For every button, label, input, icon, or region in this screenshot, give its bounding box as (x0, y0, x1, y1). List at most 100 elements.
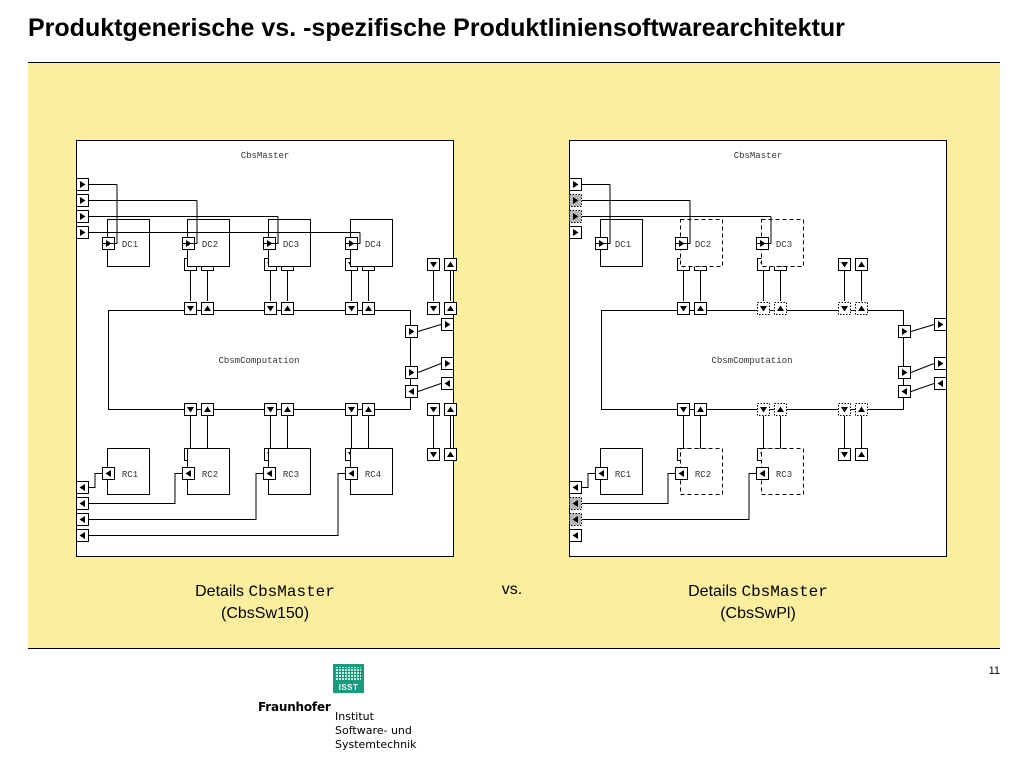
arrow-vertical-icon (430, 452, 437, 458)
arrow-horizontal-icon (79, 484, 85, 491)
connector-line (417, 324, 442, 332)
arrow-horizontal-icon (572, 484, 578, 491)
rc-label: RC4 (365, 470, 381, 480)
arrow-horizontal-icon (80, 197, 86, 204)
arrow-vertical-icon (204, 406, 211, 412)
arrow-vertical-icon (204, 305, 211, 311)
arrow-horizontal-icon (105, 470, 111, 477)
connector-line (910, 324, 935, 332)
arrow-horizontal-icon (902, 369, 908, 376)
arrow-horizontal-icon (79, 500, 85, 507)
connector-line (756, 216, 772, 244)
left-caption-prefix: Details (195, 583, 245, 600)
arrow-vertical-icon (697, 406, 704, 412)
dc-label: DC4 (365, 240, 381, 250)
rc-label: RC2 (202, 470, 218, 480)
arrow-vertical-icon (858, 305, 865, 311)
arrow-horizontal-icon (79, 516, 85, 523)
arrow-horizontal-icon (80, 213, 86, 220)
master-label: CbsMaster (734, 151, 783, 161)
connector-line (417, 383, 442, 392)
institute-name: Institut Software- und Systemtechnik (335, 710, 417, 752)
arrow-horizontal-icon (408, 388, 414, 395)
right-caption-prefix: Details (688, 583, 738, 600)
right-caption-variant: (CbsSwPl) (720, 605, 796, 622)
arrow-vertical-icon (365, 406, 372, 412)
connector-line (910, 363, 935, 373)
arrow-horizontal-icon (572, 516, 578, 523)
connector-line (345, 232, 361, 244)
arrow-vertical-icon (841, 407, 848, 413)
arrow-vertical-icon (680, 306, 687, 312)
arrow-horizontal-icon (902, 328, 908, 335)
arrow-vertical-icon (858, 406, 865, 412)
left-caption: Details CbsMaster (CbsSw150) (145, 581, 385, 624)
arrow-vertical-icon (841, 452, 848, 458)
logo-grid (336, 667, 361, 680)
title-divider (28, 62, 1000, 63)
arrow-horizontal-icon (759, 470, 765, 477)
arrow-horizontal-icon (444, 380, 450, 387)
right-caption: Details CbsMaster (CbsSwPl) (638, 581, 878, 624)
dc-label: DC3 (283, 240, 299, 250)
arrow-vertical-icon (430, 306, 437, 312)
footer-divider (28, 648, 1000, 649)
logo-badge-text: ISST (338, 683, 359, 692)
arrow-horizontal-icon (937, 380, 943, 387)
arrow-horizontal-icon (938, 360, 944, 367)
connector-line (582, 473, 595, 488)
arrow-horizontal-icon (409, 369, 415, 376)
arrow-vertical-icon (267, 306, 274, 312)
arrow-vertical-icon (760, 306, 767, 312)
arrow-vertical-icon (348, 407, 355, 413)
isst-logo-icon: ISST (333, 664, 364, 693)
connector-line (102, 184, 118, 244)
connector-line (595, 184, 611, 244)
dc-label: DC1 (122, 240, 138, 250)
arrow-vertical-icon (348, 306, 355, 312)
connector-line (182, 200, 198, 244)
arrow-horizontal-icon (573, 181, 579, 188)
computation-label: CbsmComputation (711, 356, 792, 366)
rc-label: RC2 (695, 470, 711, 480)
right-caption-code: CbsMaster (741, 583, 828, 601)
arrow-horizontal-icon (185, 470, 191, 477)
arrow-horizontal-icon (266, 470, 272, 477)
arrow-horizontal-icon (572, 500, 578, 507)
arrow-vertical-icon (680, 407, 687, 413)
arrow-vertical-icon (447, 451, 454, 457)
arrow-vertical-icon (430, 262, 437, 268)
arrow-horizontal-icon (573, 213, 579, 220)
rc-label: RC3 (283, 470, 299, 480)
arrow-horizontal-icon (573, 197, 579, 204)
arrow-vertical-icon (365, 305, 372, 311)
generic-architecture-diagram: CbsMasterCbsmComputationDC1RC1DC2RC2DC3R… (76, 140, 457, 557)
arrow-horizontal-icon (348, 470, 354, 477)
specific-architecture-diagram: CbsMasterCbsmComputationDC1RC1DC2RC2DC3R… (569, 140, 947, 557)
arrow-vertical-icon (447, 261, 454, 267)
dc-component-box (350, 219, 393, 267)
arrow-vertical-icon (760, 407, 767, 413)
connector-line (89, 473, 345, 536)
arrow-horizontal-icon (678, 470, 684, 477)
computation-box (601, 310, 904, 410)
arrow-horizontal-icon (445, 360, 451, 367)
connector-line (675, 200, 691, 244)
connector-line (582, 473, 756, 520)
slide-title: Produktgenerische vs. -spezifische Produ… (28, 14, 845, 42)
computation-label: CbsmComputation (218, 356, 299, 366)
rc-label: RC1 (122, 470, 138, 480)
arrow-horizontal-icon (573, 229, 579, 236)
arrow-vertical-icon (697, 305, 704, 311)
arrow-horizontal-icon (938, 321, 944, 328)
master-label: CbsMaster (241, 151, 290, 161)
arrow-vertical-icon (430, 407, 437, 413)
arrow-vertical-icon (284, 406, 291, 412)
arrow-horizontal-icon (79, 532, 85, 539)
connector-line (89, 473, 102, 488)
arrow-vertical-icon (447, 406, 454, 412)
connector-line (89, 473, 263, 520)
organization-name: Fraunhofer (258, 700, 331, 714)
connector-line (910, 383, 935, 392)
rc-label: RC3 (776, 470, 792, 480)
